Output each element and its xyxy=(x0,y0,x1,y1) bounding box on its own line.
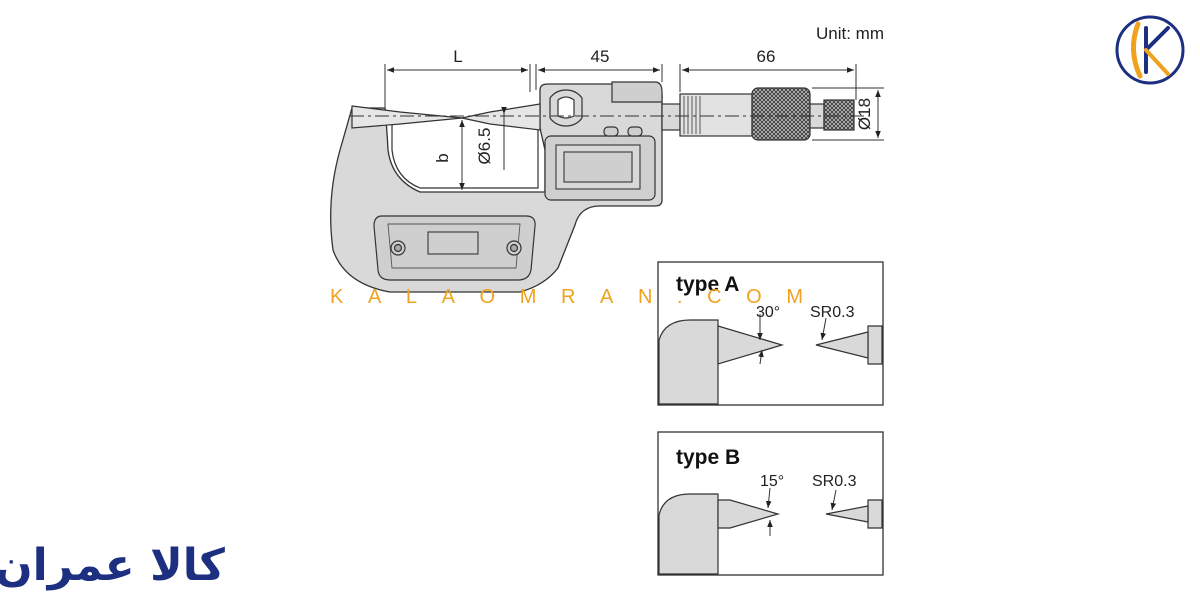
detail-a-angle: 30° xyxy=(756,304,780,321)
dimension-thimble-length xyxy=(679,64,857,100)
dimension-b-label: b xyxy=(433,153,452,162)
brand-emblem-icon xyxy=(1115,15,1185,85)
detail-a-title: type A xyxy=(676,273,739,296)
thimble-assembly xyxy=(661,87,855,141)
dimension-L-label: L xyxy=(453,47,462,66)
dimension-L xyxy=(384,64,531,108)
dimension-body-width xyxy=(535,64,663,90)
dimension-thimble-diameter xyxy=(812,87,884,141)
dimension-45-label: 45 xyxy=(591,47,610,66)
frame-plate xyxy=(373,215,536,281)
detail-b-radius: SR0.3 xyxy=(812,473,857,490)
dimension-18-label: Ø18 xyxy=(855,98,874,130)
dimension-66-label: 66 xyxy=(757,47,776,66)
watermark-text: KALAOMRAN.COM xyxy=(330,286,828,308)
detail-b-angle: 15° xyxy=(760,473,784,490)
frame-throat xyxy=(391,117,539,189)
dimension-6-5-label: Ø6.5 xyxy=(475,128,494,165)
detail-type-b xyxy=(657,431,884,576)
brand-logo-text: کالا عمران xyxy=(0,540,225,591)
brand-logo: کالا عمران xyxy=(0,540,225,591)
detail-a-radius: SR0.3 xyxy=(810,304,855,321)
detail-b-title: type B xyxy=(676,446,740,469)
unit-label: Unit: mm xyxy=(816,24,884,43)
measuring-faces xyxy=(351,103,541,131)
detail-type-a xyxy=(657,261,884,406)
digital-display-body xyxy=(544,81,663,201)
